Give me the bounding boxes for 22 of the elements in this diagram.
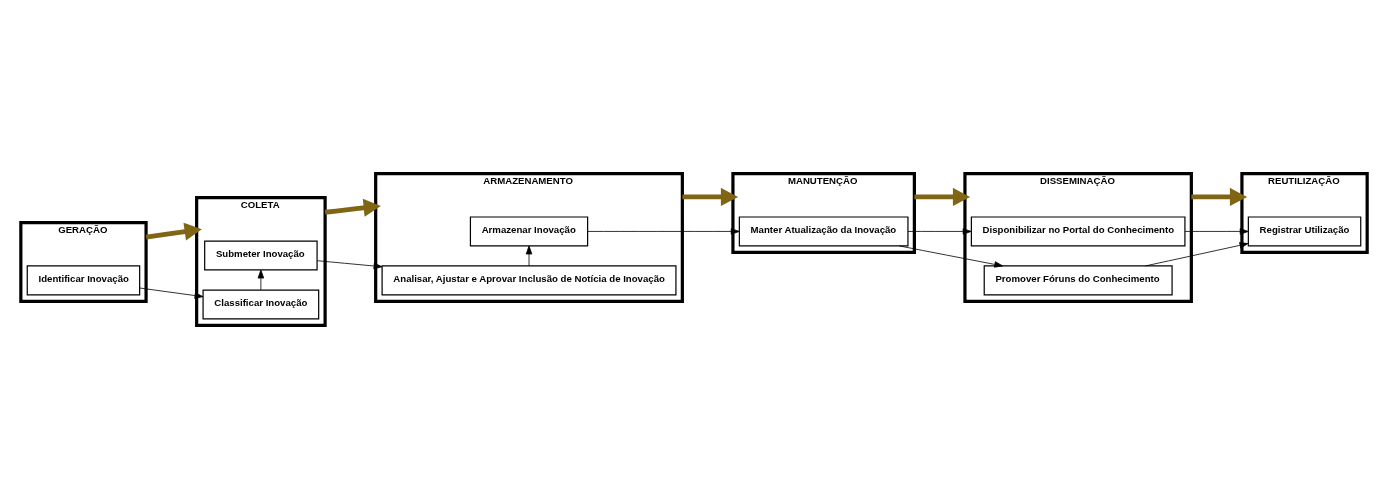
node-box: Manter Atualização da Inovação — [738, 215, 909, 246]
arrow — [525, 245, 533, 266]
arrow — [682, 187, 739, 206]
arrow — [257, 269, 265, 290]
node-box: Promover Fóruns do Conhecimento — [983, 264, 1173, 295]
arrow — [914, 187, 971, 206]
arrow — [907, 227, 972, 235]
node-box: Armazenar Inovação — [469, 215, 589, 246]
arrow — [1184, 227, 1249, 235]
node-box: Disponibilizar no Portal do Conhecimento — [970, 215, 1186, 246]
arrow — [898, 245, 1004, 268]
node-box: Analisar, Ajustar e Aprovar Inclusão de Notícia de Inovação — [381, 264, 677, 295]
node-box: Registrar Utilização — [1247, 215, 1362, 246]
node-box: Submeter Inovação — [204, 239, 318, 271]
arrow — [316, 259, 383, 269]
arrow — [145, 222, 202, 241]
arrow — [587, 227, 740, 235]
arrow — [324, 198, 381, 217]
arrow — [1191, 187, 1248, 206]
node-box: Identificar Inovação — [26, 264, 141, 295]
arrow — [139, 287, 204, 299]
node-box: Classificar Inovação — [202, 288, 320, 320]
